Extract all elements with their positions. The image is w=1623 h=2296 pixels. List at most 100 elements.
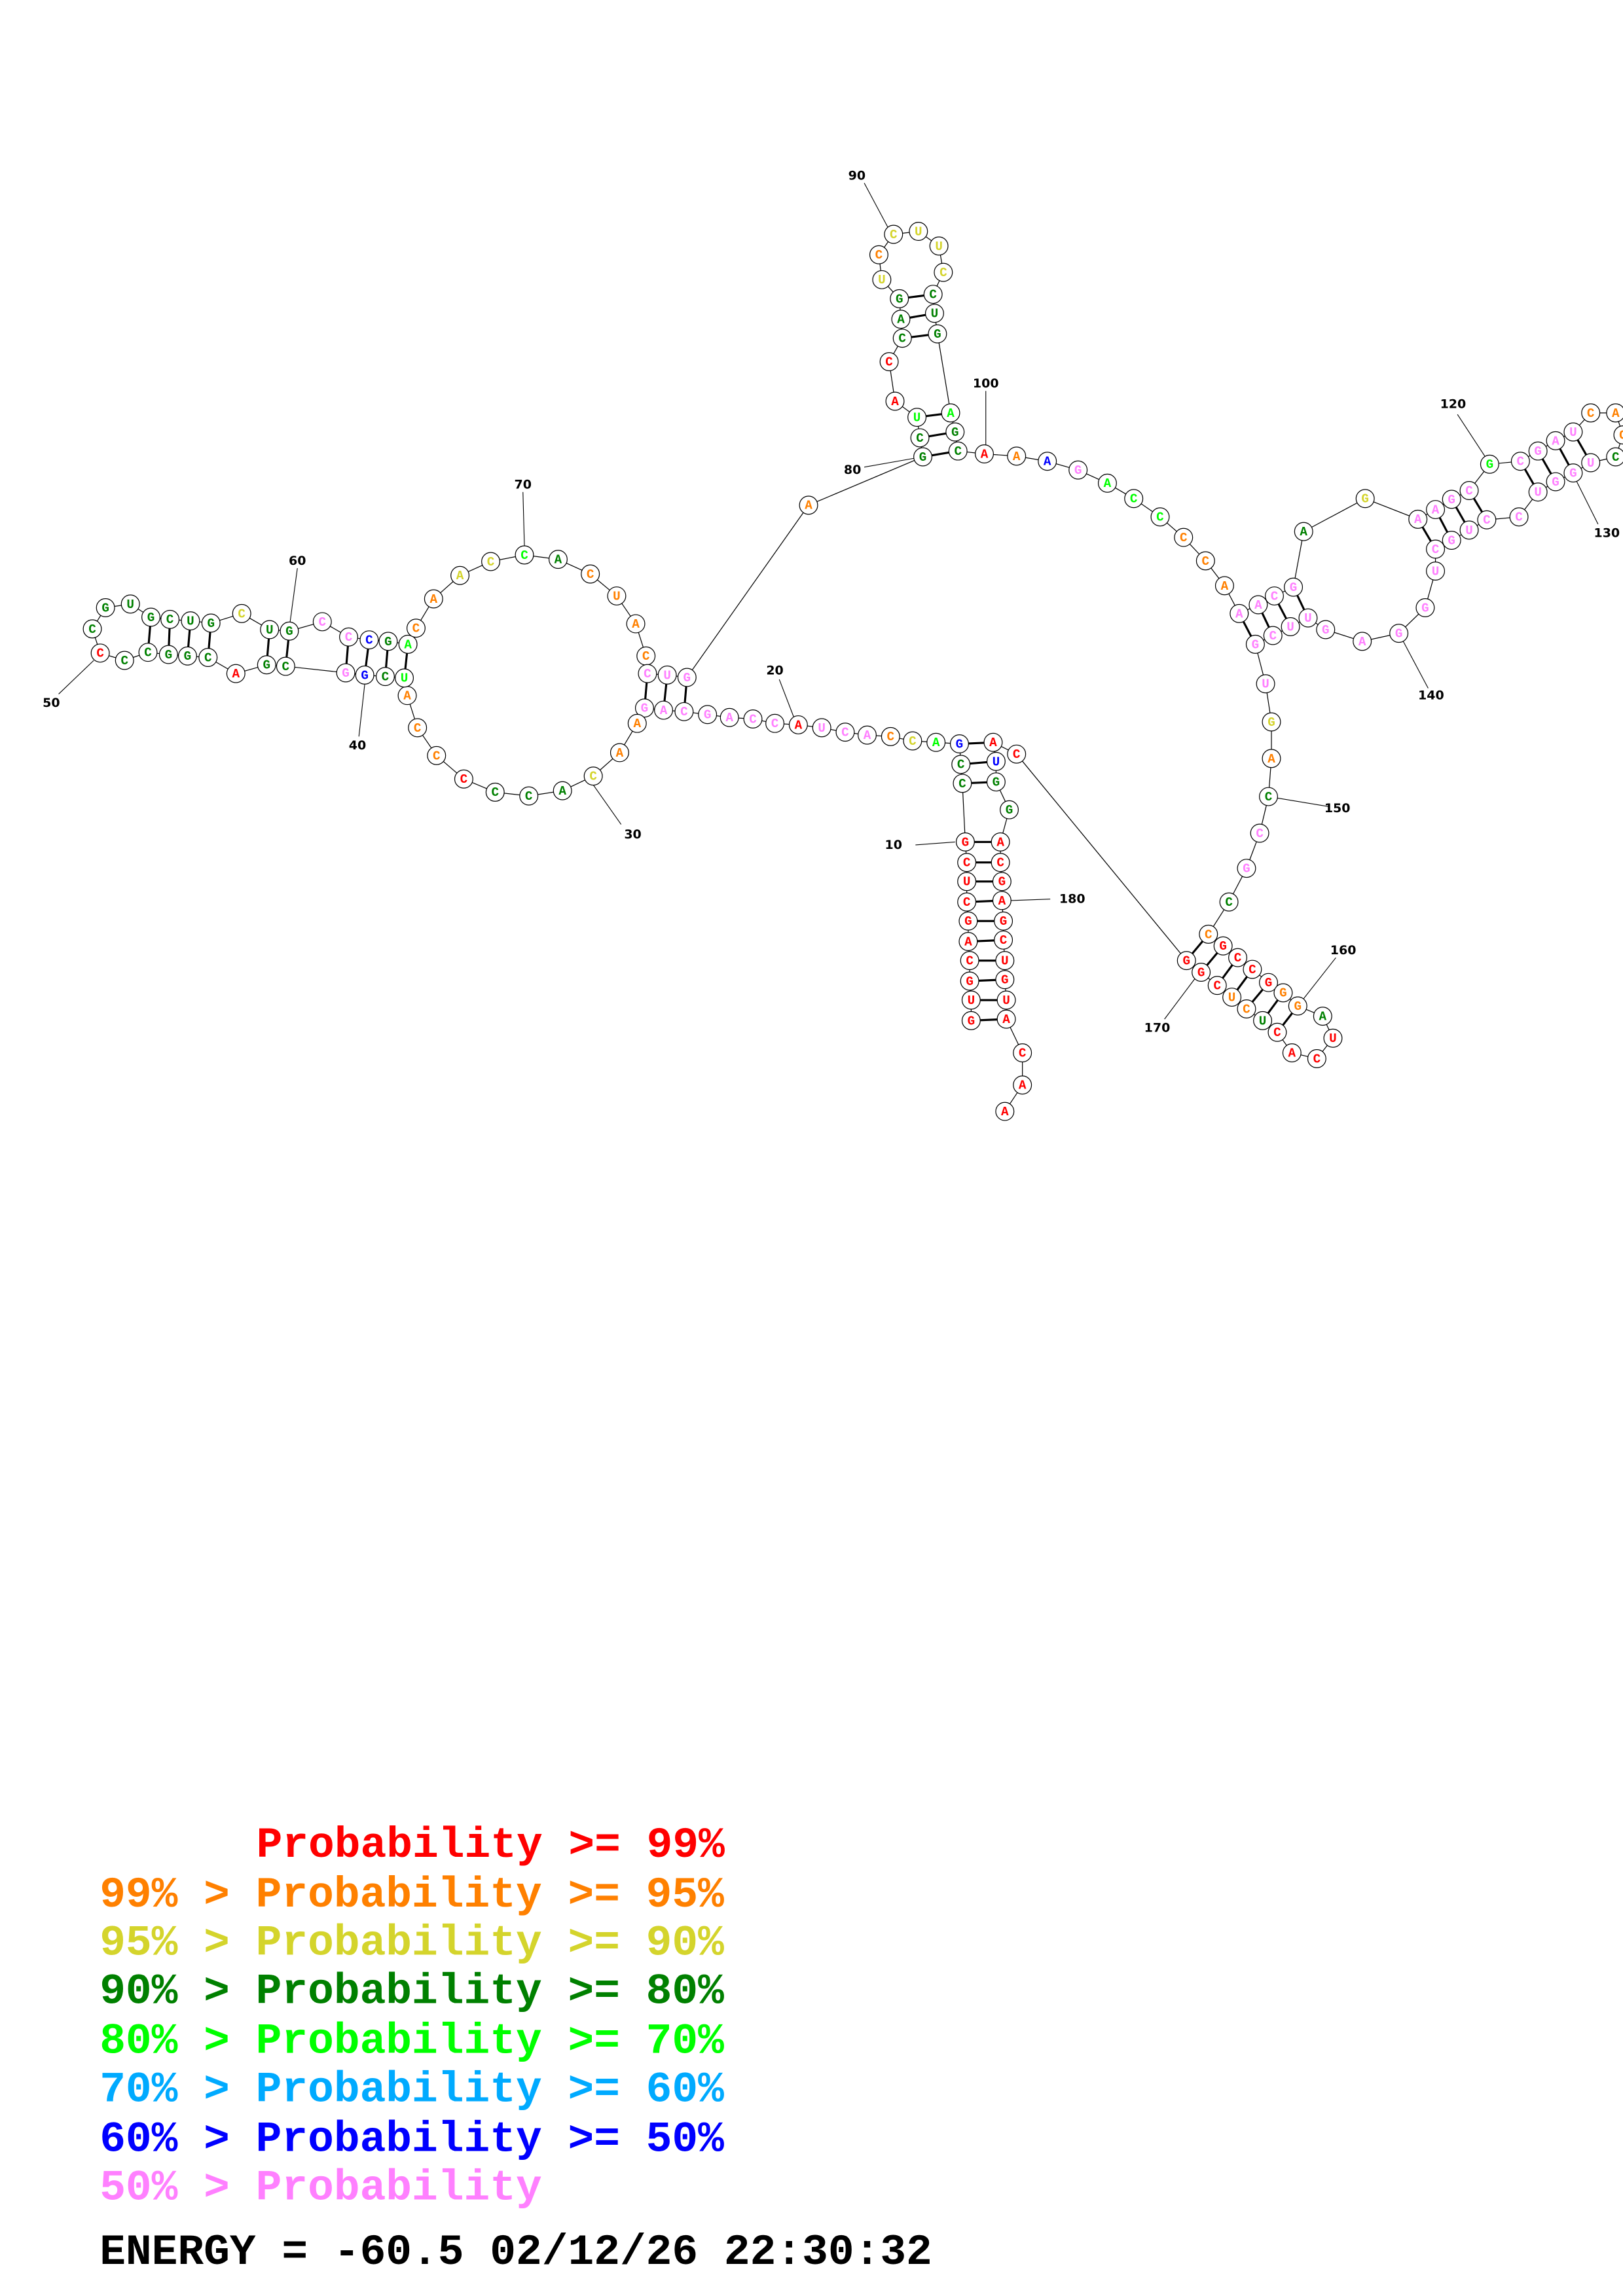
nucleotide-circle (1245, 634, 1265, 654)
nucleotide-circle (872, 270, 892, 289)
nucleotide-base: A (1013, 450, 1021, 464)
nucleotide: A (450, 565, 470, 585)
nucleotide-base: A (932, 736, 940, 750)
nucleotide-circle (1013, 1043, 1032, 1063)
legend-entry: 95% > Probability >= 90% (100, 1919, 724, 1968)
nucleotide: C (406, 619, 426, 638)
nucleotide-circle (1563, 463, 1583, 483)
nucleotide-circle (994, 911, 1013, 931)
nucleotide-circle (1294, 522, 1313, 541)
nucleotide-base: G (1006, 803, 1013, 817)
nucleotide-base: C (525, 789, 533, 804)
nucleotide-base: C (282, 660, 290, 674)
nucleotide-circle (1546, 472, 1565, 492)
nucleotide-base: G (1448, 493, 1455, 507)
nucleotide: G (257, 655, 276, 675)
nucleotide: G (1563, 463, 1583, 483)
nucleotide-base: U (963, 875, 971, 889)
nucleotide-base: U (1228, 990, 1236, 1005)
nucleotide-circle (991, 832, 1010, 852)
nucleotide-base: A (1002, 1013, 1010, 1027)
position-tick (1402, 641, 1429, 689)
nucleotide-base: G (207, 617, 215, 631)
nucleotide-circle (1243, 960, 1262, 979)
position-tick (1457, 414, 1486, 457)
nucleotide-circle (1459, 520, 1479, 540)
nucleotide-circle (634, 698, 654, 718)
nucleotide: G (677, 668, 697, 687)
nucleotide-base: C (238, 607, 246, 621)
nucleotide: C (1250, 823, 1269, 843)
nucleotide-base: C (1180, 531, 1188, 545)
nucleotide: G (1068, 460, 1088, 480)
nucleotide-base: A (1267, 752, 1275, 766)
nucleotide-base: A (660, 704, 668, 718)
nucleotide: C (636, 646, 656, 666)
nucleotide: A (398, 634, 418, 654)
nucleotide: G (1284, 577, 1304, 597)
nucleotide-circle (884, 224, 903, 244)
nucleotide-base: G (1486, 457, 1494, 472)
nucleotide-base: G (1265, 976, 1273, 990)
nucleotide: C (948, 441, 968, 461)
nucleotide-circle (181, 611, 200, 631)
nucleotide-base: A (795, 718, 803, 732)
nucleotide-base: G (1361, 492, 1369, 507)
nucleotide-base: C (382, 670, 390, 685)
nucleotide-base: A (725, 711, 733, 725)
nucleotide-base: G (998, 875, 1006, 889)
position-label: 90 (848, 168, 866, 183)
nucleotide-circle (1298, 608, 1318, 628)
nucleotide-base: G (1552, 475, 1559, 490)
nucleotide-base: G (1219, 939, 1227, 954)
nucleotide: G (1442, 531, 1461, 550)
nucleotide-base: A (1235, 607, 1243, 621)
nucleotide-base: C (433, 749, 441, 763)
backbone-lines (92, 230, 1623, 1112)
nucleotide-base: G (1395, 627, 1403, 641)
nucleotide-circle (1282, 1043, 1302, 1063)
nucleotide-base: G (993, 776, 1000, 790)
nucleotide: A (975, 444, 994, 464)
position-tick (58, 660, 94, 694)
nucleotide-circle (992, 891, 1012, 910)
position-tick (915, 841, 955, 846)
nucleotide: G (945, 422, 965, 442)
nucleotide: A (1249, 595, 1268, 615)
nucleotide-base: C (996, 856, 1004, 870)
nucleotide-base: U (126, 598, 134, 612)
position-tick (358, 683, 365, 737)
nucleotide-circle (548, 550, 568, 569)
nucleotide-base: U (1259, 1014, 1267, 1028)
nucleotide-circle (1606, 447, 1623, 467)
nucleotide: C (953, 774, 972, 793)
nucleotide: G (992, 872, 1012, 891)
nucleotide-base: C (1587, 406, 1595, 421)
nucleotide: C (957, 892, 977, 912)
nucleotide-circle (1230, 603, 1249, 623)
nucleotide-base: C (771, 717, 779, 731)
nucleotide: C (638, 664, 657, 683)
nucleotide-base: G (361, 668, 369, 683)
nucleotide: G (1176, 951, 1196, 971)
position-tick (289, 567, 298, 622)
nucleotide-circle (1259, 787, 1279, 806)
nucleotide-circle (812, 718, 831, 738)
nucleotide-circle (1426, 539, 1446, 559)
nucleotide-base: A (1044, 455, 1051, 469)
nucleotide: U (1323, 1028, 1343, 1048)
nucleotide-base: G (184, 649, 192, 664)
nucleotide-circle (312, 612, 332, 632)
legend-entry: 90% > Probability >= 80% (100, 1967, 724, 2017)
nucleotide-base: C (1515, 511, 1523, 525)
nucleotide-circle (986, 751, 1006, 771)
nucleotide: U (1528, 482, 1548, 502)
nucleotide-base: C (1130, 492, 1138, 507)
nucleotide: U (1256, 674, 1275, 694)
nucleotide-circle (991, 853, 1010, 872)
nucleotide-base: C (587, 567, 594, 582)
nucleotide: G (1442, 490, 1461, 509)
nucleotide-circle (450, 565, 470, 585)
nucleotide-base: U (1587, 456, 1595, 471)
position-label: 130 (1594, 526, 1620, 540)
